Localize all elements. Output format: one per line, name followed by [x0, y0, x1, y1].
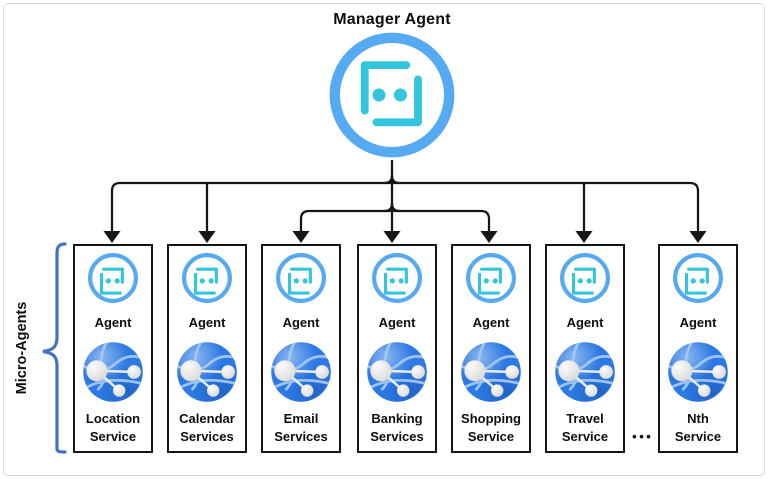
service-name-line1: Shopping	[461, 411, 521, 426]
service-name-line1: Email	[283, 411, 319, 426]
bot-icon	[181, 252, 233, 304]
bot-icon	[465, 252, 517, 304]
manager-agent-title: Manager Agent	[333, 11, 451, 28]
micro-agents-label: Micro-Agents	[14, 301, 30, 395]
service-name-line1: Calendar	[179, 411, 235, 426]
micro-agent-card: Agent Location Service	[73, 244, 153, 453]
service-name-line2: Services	[370, 429, 424, 444]
service-name-line2: Services	[274, 429, 328, 444]
outer-frame	[3, 3, 765, 476]
arrowheads	[103, 231, 707, 243]
globe-icon	[270, 341, 332, 403]
bot-icon	[371, 252, 423, 304]
micro-agent-card: Agent Shopping Service	[451, 244, 531, 453]
bot-icon	[672, 252, 724, 304]
agent-label: Agent	[472, 315, 510, 330]
agent-label: Agent	[566, 315, 604, 330]
service-name-line2: Services	[180, 429, 234, 444]
service-name: Shopping Service	[461, 410, 521, 446]
bot-icon	[275, 252, 327, 304]
agent-label: Agent	[679, 315, 717, 330]
micro-agent-card: Agent Travel Service	[545, 244, 625, 453]
globe-icon	[82, 341, 144, 403]
service-name: Email Services	[274, 410, 328, 446]
service-name-line1: Banking	[371, 411, 423, 426]
service-name: Banking Services	[370, 410, 424, 446]
bot-icon	[87, 252, 139, 304]
globe-icon	[176, 341, 238, 403]
service-name-line2: Service	[561, 429, 609, 444]
service-name: Calendar Services	[179, 410, 235, 446]
bot-icon	[559, 252, 611, 304]
service-name: Nth Service	[675, 410, 721, 446]
globe-icon	[366, 341, 428, 403]
agent-label: Agent	[188, 315, 226, 330]
connector-lines	[110, 160, 700, 232]
globe-icon	[667, 341, 729, 403]
service-name-line2: Service	[674, 429, 722, 444]
globe-icon	[554, 341, 616, 403]
agent-label: Agent	[94, 315, 132, 330]
globe-icon	[460, 341, 522, 403]
more-agents-ellipsis: •••	[632, 429, 654, 444]
service-name-line1: Travel	[566, 411, 604, 426]
micro-agent-card: Agent Calendar Services	[167, 244, 247, 453]
micro-agent-card: Agent Nth Service	[658, 244, 738, 453]
agent-label: Agent	[378, 315, 416, 330]
micro-agent-card: Agent Banking Services	[357, 244, 437, 453]
micro-agents-brace	[42, 242, 67, 454]
service-name-line2: Service	[89, 429, 137, 444]
agent-label: Agent	[282, 315, 320, 330]
service-name: Travel Service	[562, 410, 608, 446]
service-name-line1: Nth	[687, 411, 709, 426]
brace-path	[42, 242, 67, 454]
service-name: Location Service	[86, 410, 140, 446]
service-name-line2: Service	[467, 429, 515, 444]
service-name-line1: Location	[85, 411, 141, 426]
micro-agent-card: Agent Email Services	[261, 244, 341, 453]
